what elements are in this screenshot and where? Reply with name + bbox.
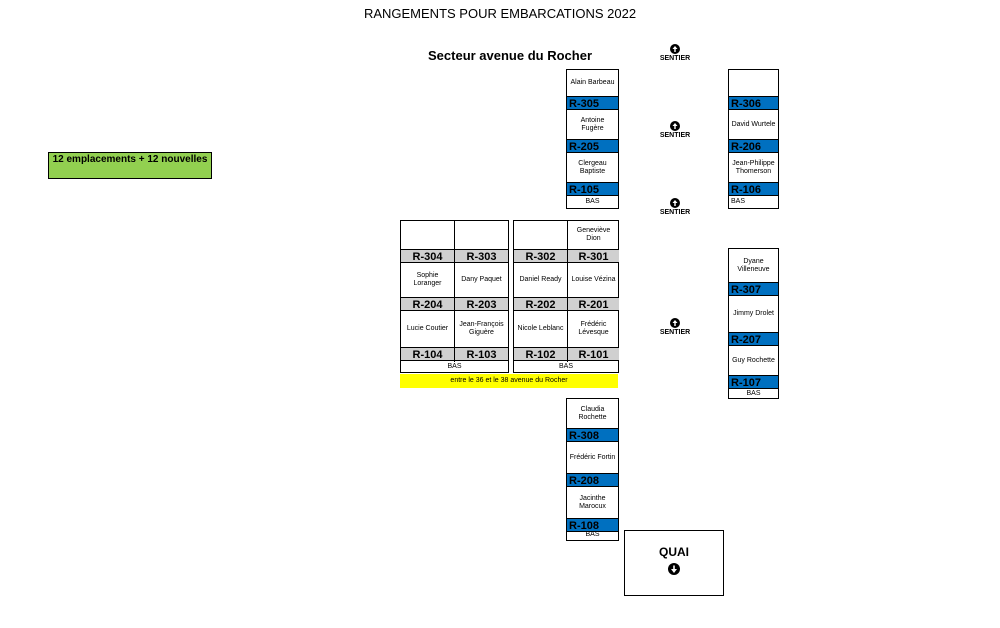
bas-label: BAS <box>447 363 462 370</box>
name-slot-101: Frédéric Lévesque <box>578 321 609 336</box>
rack-r102: R-102 <box>514 347 567 361</box>
rack-r301: R-301 <box>568 249 619 263</box>
name-slot-304 <box>401 221 454 249</box>
name-slot-107: Guy Rochette <box>732 356 775 364</box>
rack-r103: R-103 <box>455 347 508 361</box>
address-note: entre le 36 et le 38 avenue du Rocher <box>400 374 618 388</box>
grid-column-303: R-303 Dany Paquet R-203 Jean-François Gi… <box>455 221 508 363</box>
name-slot-207: Jimmy Drolet <box>733 310 774 317</box>
sentier-marker: SENTIER <box>645 44 705 62</box>
name-slot-308: Claudia Rochette <box>578 405 607 421</box>
rack-r308: R-308 <box>567 428 618 442</box>
sentier-label: SENTIER <box>659 209 691 216</box>
name-slot-303 <box>455 221 508 249</box>
name-slot-206: David Wurtele <box>731 120 776 128</box>
name-slot-205: Antoine Fugère <box>580 116 605 132</box>
name-slot-204: Sophie Loranger <box>413 272 442 287</box>
name-slot-203: Dany Paquet <box>461 276 502 283</box>
name-slot-307: Dyane Villeneuve <box>737 257 770 273</box>
sentier-marker: SENTIER <box>645 198 705 216</box>
sentier-marker: SENTIER <box>645 318 705 336</box>
name-slot-306 <box>729 70 778 96</box>
rack-r306: R-306 <box>729 96 778 110</box>
storage-column-305: Alain Barbeau R-305 Antoine Fugère R-205… <box>566 69 619 209</box>
rack-r302: R-302 <box>514 249 567 263</box>
rack-r207: R-207 <box>729 332 778 346</box>
rack-r203: R-203 <box>455 297 508 311</box>
rack-r204: R-204 <box>401 297 454 311</box>
rack-r307: R-307 <box>729 282 778 296</box>
storage-column-306: R-306 David Wurtele R-206 Jean-Philippe … <box>728 69 779 209</box>
name-slot-106: Jean-Philippe Thomerson <box>732 159 775 175</box>
sentier-marker: SENTIER <box>645 121 705 139</box>
grid-column-302: R-302 Daniel Ready R-202 Nicole Leblanc … <box>514 221 567 363</box>
sentier-label: SENTIER <box>659 55 691 62</box>
storage-grid-right: R-302 Daniel Ready R-202 Nicole Leblanc … <box>513 220 619 373</box>
name-slot-104: Lucie Coutier <box>406 325 449 332</box>
arrow-up-icon <box>670 318 680 328</box>
bas-label: BAS <box>746 390 761 397</box>
arrow-down-icon <box>668 563 680 575</box>
rack-r303: R-303 <box>455 249 508 263</box>
rack-r101: R-101 <box>568 347 619 361</box>
rack-r107: R-107 <box>729 375 778 389</box>
name-slot-105: Clergeau Baptiste <box>578 159 607 175</box>
grid-column-304: R-304 Sophie Loranger R-204 Lucie Coutie… <box>401 221 454 363</box>
rack-r208: R-208 <box>567 473 618 487</box>
quai-box: QUAI <box>624 530 724 596</box>
grid-divider <box>567 221 568 362</box>
rack-r206: R-206 <box>729 139 778 153</box>
arrow-up-icon <box>670 198 680 208</box>
rack-r108: R-108 <box>567 518 618 532</box>
bas-label: BAS <box>585 198 600 205</box>
name-slot-305: Alain Barbeau <box>570 79 615 86</box>
name-slot-103: Jean-François Giguère <box>459 321 504 336</box>
storage-column-308: Claudia Rochette R-308 Frédéric Fortin R… <box>566 398 619 541</box>
bas-label: BAS <box>558 363 573 370</box>
name-slot-301: Geneviève Dion <box>576 227 611 242</box>
name-slot-202: Daniel Ready <box>519 276 562 283</box>
bas-label: BAS <box>585 531 600 538</box>
name-slot-208: Frédéric Fortin <box>569 453 616 461</box>
storage-column-307: Dyane Villeneuve R-307 Jimmy Drolet R-20… <box>728 248 779 399</box>
storage-grid-left: R-304 Sophie Loranger R-204 Lucie Coutie… <box>400 220 509 373</box>
quai-label: QUAI <box>659 545 689 559</box>
rack-r106: R-106 <box>729 182 778 196</box>
sentier-label: SENTIER <box>659 329 691 336</box>
rack-r305: R-305 <box>567 96 618 110</box>
name-slot-108: Jacinthe Marocux <box>579 494 606 510</box>
summary-box: 12 emplacements + 12 nouvelles <box>48 152 212 179</box>
sector-title: Secteur avenue du Rocher <box>428 48 592 63</box>
arrow-up-icon <box>670 121 680 131</box>
name-slot-102: Nicole Leblanc <box>517 325 564 332</box>
rack-r104: R-104 <box>401 347 454 361</box>
rack-r304: R-304 <box>401 249 454 263</box>
rack-r202: R-202 <box>514 297 567 311</box>
page-title: RANGEMENTS POUR EMBARCATIONS 2022 <box>363 6 637 21</box>
grid-divider <box>454 221 455 362</box>
name-slot-302 <box>514 221 567 249</box>
rack-r205: R-205 <box>567 139 618 153</box>
arrow-up-icon <box>670 44 680 54</box>
bas-label: BAS <box>731 198 746 205</box>
sentier-label: SENTIER <box>659 132 691 139</box>
grid-column-301: Geneviève Dion R-301 Louise Vézina R-201… <box>568 221 619 363</box>
rack-r201: R-201 <box>568 297 619 311</box>
name-slot-201: Louise Vézina <box>571 276 616 283</box>
rack-r105: R-105 <box>567 182 618 196</box>
